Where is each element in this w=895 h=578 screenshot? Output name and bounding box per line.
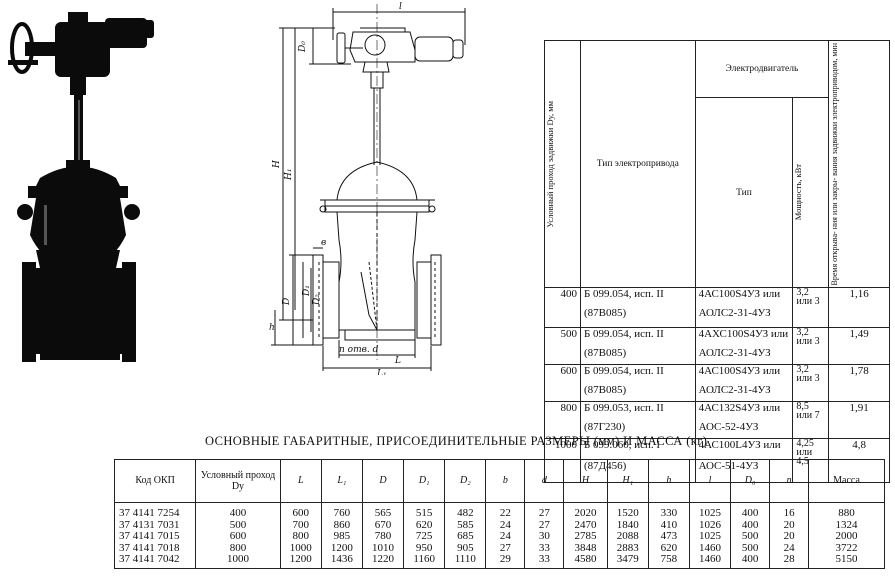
header-time: Время открыва- ния или закры- вания задв… <box>828 39 890 289</box>
dim-label-d0: D₀ <box>298 41 308 53</box>
dim-label-d2: D₂ <box>312 294 322 306</box>
motor-table: Условный проход задвижки Dу, мм Тип элек… <box>544 39 890 484</box>
valve-drawing: l D₀ H H₁ h в D D₁ D₂ n отв. d L L₁ <box>269 2 466 375</box>
table-row: 800 Б 099.053, исп. II(87Г230) 4АС132S4У… <box>544 401 890 440</box>
header-drive-type: Тип электропривода <box>579 39 696 289</box>
header-motor: Электродвигатель <box>694 40 830 98</box>
dim-label-small-h: h <box>269 323 275 333</box>
table-row: 400 Б 099.054, исп. II(87В085) 4АС100S4У… <box>544 287 890 329</box>
dim-label-L1: L₁ <box>376 369 387 375</box>
dim-label-L: L <box>394 356 401 366</box>
table-row: 600 Б 099.054, исп. II(87В085) 4АС100S4У… <box>544 364 890 403</box>
dim-label-h: H <box>272 160 282 169</box>
dim-label-holes: n отв. d <box>339 345 379 355</box>
dim-label-l: l <box>399 2 402 12</box>
dimensions-title: ОСНОВНЫЕ ГАБАРИТНЫЕ, ПРИСОЕДИНИТЕЛЬНЫЕ Р… <box>205 434 708 448</box>
header-power: Мощность, кВт <box>792 96 830 289</box>
dimensions-header-row: Код ОКП Условный проход Dу L L₁ D D₁ D₂ … <box>113 459 885 503</box>
dim-label-b: в <box>321 238 326 248</box>
dim-label-h1: H₁ <box>284 169 294 181</box>
valve-photo <box>8 12 154 362</box>
table-row: 500 Б 099.054, исп. II(87В085) 4АХС100S4… <box>544 327 890 366</box>
header-dn: Условный проход задвижки Dу, мм <box>544 39 581 289</box>
dimensions-table: Код ОКП Условный проход Dу L L₁ D D₁ D₂ … <box>113 459 885 569</box>
header-type: Тип <box>694 96 794 289</box>
dim-label-d: D <box>282 298 292 306</box>
dim-label-d1: D₁ <box>302 285 312 297</box>
